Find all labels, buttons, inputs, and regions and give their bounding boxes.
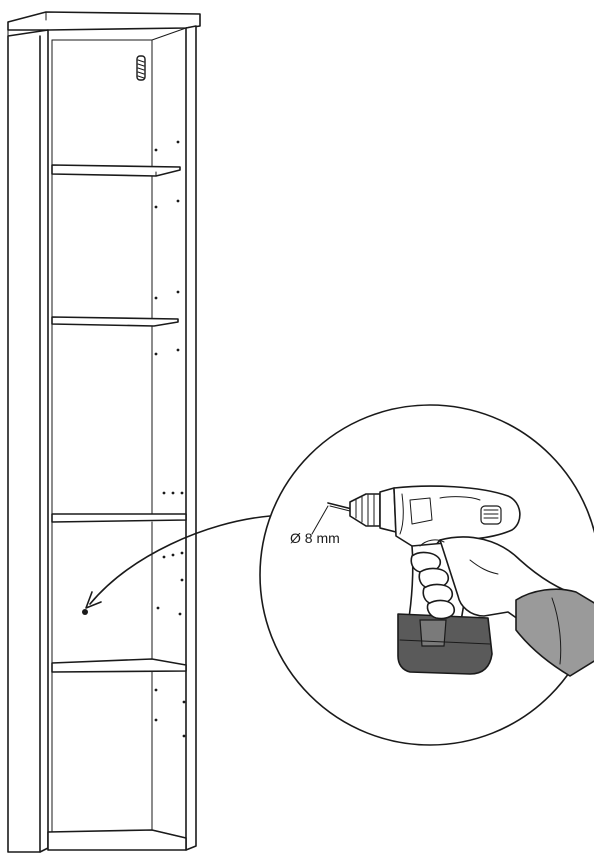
- shelf: [51, 658, 187, 673]
- hand-illustration: [410, 536, 594, 677]
- bookcase-left-side: [7, 29, 49, 853]
- curved-arrow-icon: [85, 515, 271, 609]
- finger: [426, 599, 456, 620]
- bookcase-illustration: [7, 11, 201, 853]
- drill-hole-marker: [82, 609, 88, 615]
- bookcase-right-side: [185, 25, 197, 851]
- shelf: [51, 164, 181, 177]
- bookcase-top-panel: [7, 11, 201, 31]
- shelf: [51, 513, 187, 523]
- drill-bit: [327, 502, 353, 510]
- label-leader-line: [311, 505, 329, 535]
- drill-diameter-label: Ø 8 mm: [290, 530, 340, 546]
- wall-fitting: [136, 55, 146, 81]
- shelf: [51, 316, 179, 327]
- bookcase-bottom-panel: [47, 829, 187, 851]
- shelf-pin-holes: [154, 140, 186, 738]
- sleeve: [515, 588, 594, 677]
